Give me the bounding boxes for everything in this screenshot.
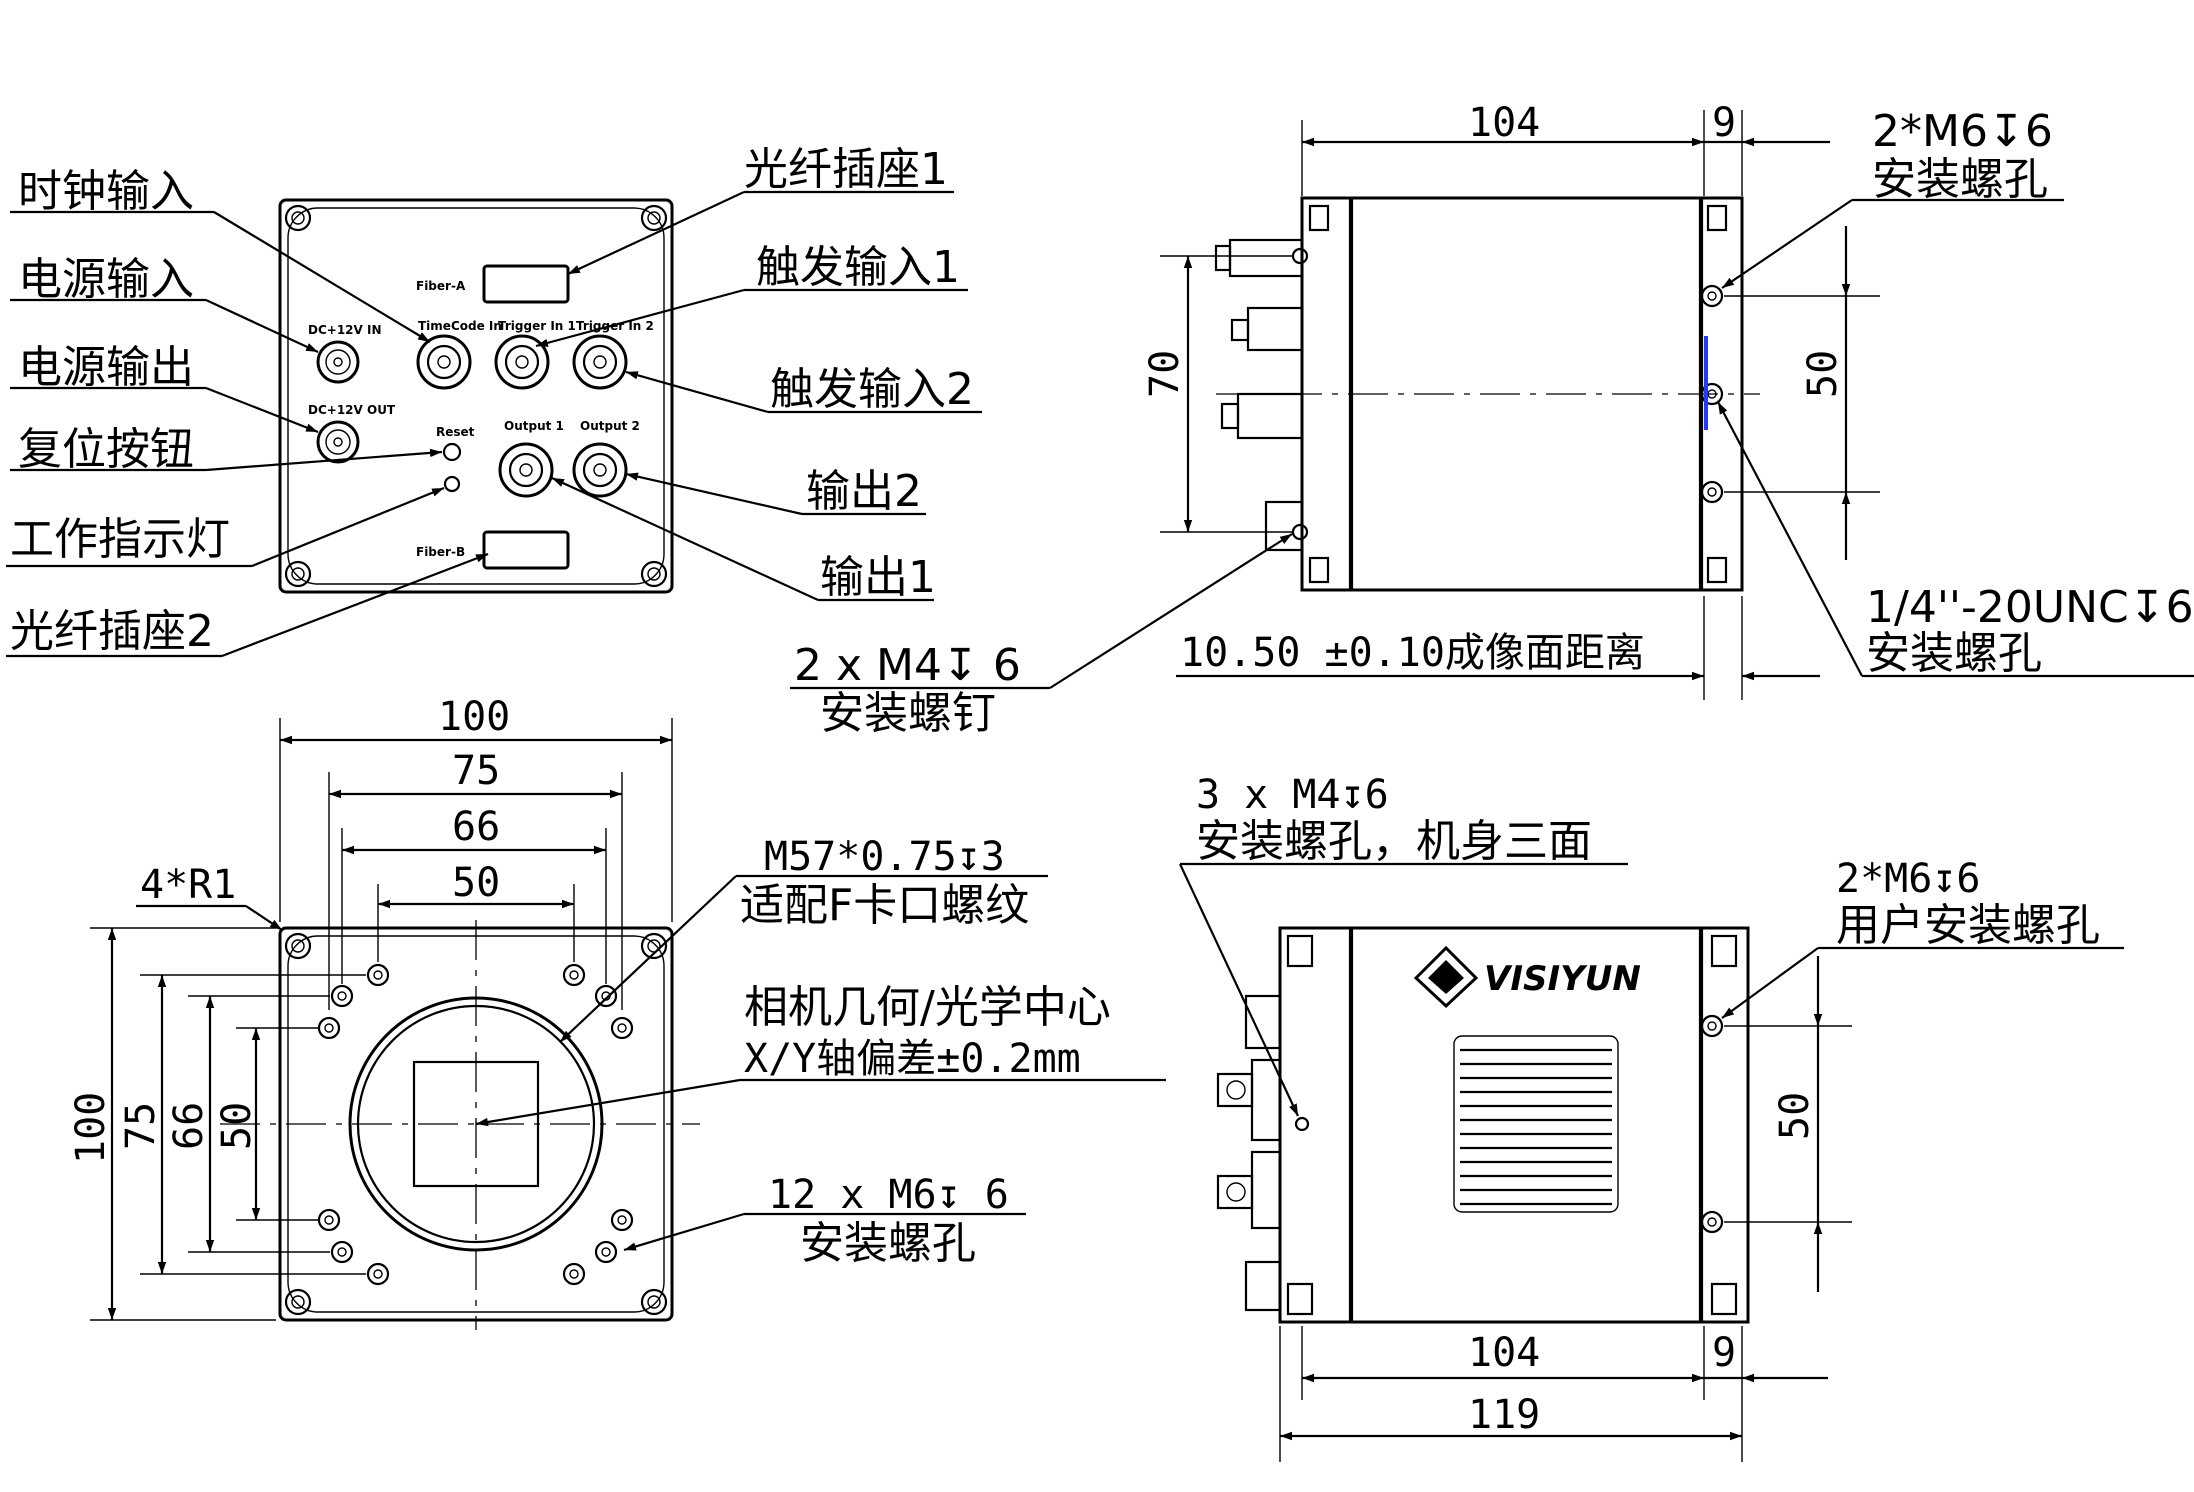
user-m6-hole-icon (1700, 1014, 1724, 1038)
mount-note-line1: M57*0.75↧3 (764, 834, 1005, 880)
callout-clock-input: 时钟输入 (18, 166, 194, 217)
unc-note-line2: 安装螺孔 (1866, 628, 2042, 679)
dc-out-label: DC+12V OUT (308, 403, 396, 417)
reset-button-icon (442, 442, 462, 462)
dim-104-top: 104 (1468, 100, 1540, 146)
dim-9-top: 9 (1712, 100, 1736, 146)
trigger-in-2-label: Trigger In 2 (576, 319, 654, 333)
user-m6-hole-icon (1700, 1210, 1724, 1234)
output-1-label: Output 1 (504, 419, 564, 433)
image-plane-note: 10.50 ±0.10成像面距离 (1180, 630, 1645, 676)
mount-hole-icon (562, 963, 586, 987)
fiber-b-label: Fiber-B (416, 545, 465, 559)
power-out-connector-icon (316, 420, 360, 464)
m4-hole-note-line1: 3 x M4↧6 (1196, 772, 1389, 818)
fiber-socket-a (482, 264, 570, 304)
corner-screw-icon (640, 204, 668, 232)
callout-output-1: 输出1 (820, 552, 936, 603)
callout-fiber-socket-1: 光纤插座1 (744, 144, 948, 195)
user-m6-note-line1: 2*M6↧6 (1836, 856, 1981, 902)
m6-note-line1: 2*M6↧6 (1872, 106, 2053, 157)
corner-screw-icon (284, 932, 312, 960)
corner-screw-icon (284, 560, 312, 588)
bnc-connector-icon (416, 334, 472, 390)
radius-note: 4*R1 (140, 862, 236, 908)
callout-status-led: 工作指示灯 (10, 514, 230, 565)
side-view-bottom: VISIYUN 50 (1179, 772, 2124, 1462)
fiber-socket-b (482, 530, 570, 570)
bnc-connector-icon (498, 442, 554, 498)
mount-note-line2: 适配F卡口螺纹 (740, 880, 1029, 931)
m6-note-line2: 安装螺孔 (1872, 154, 2048, 205)
dim-50-h: 50 (452, 860, 500, 906)
corner-screw-icon (284, 1288, 312, 1316)
m4-screw-note-line2: 安装螺钉 (820, 688, 996, 739)
mount-hole-icon (330, 984, 354, 1008)
callout-output-2: 输出2 (806, 466, 922, 517)
m4-screw-note-line1: 2 x M4↧ 6 (794, 640, 1021, 691)
mount-hole-icon (317, 1208, 341, 1232)
status-led-icon (443, 475, 461, 493)
power-in-connector-icon (316, 340, 360, 384)
mount-hole-icon (594, 984, 618, 1008)
dim-100-h: 100 (438, 694, 510, 740)
callout-reset-button: 复位按钮 (18, 424, 194, 475)
m6-hole-icon (1700, 284, 1724, 308)
visiyun-logo-icon (1413, 945, 1479, 1009)
timecode-in-label: TimeCode In (418, 319, 502, 333)
mount-hole-icon (330, 1240, 354, 1264)
callout-trigger-input-2: 触发输入2 (770, 364, 974, 415)
mount-hole-icon (366, 963, 390, 987)
m6-hole-icon (1700, 480, 1724, 504)
dim-66-h: 66 (452, 804, 500, 850)
dc-in-label: DC+12V IN (308, 323, 382, 337)
unc-note-line1: 1/4''-20UNC↧6 (1866, 582, 2194, 633)
fiber-a-label: Fiber-A (416, 279, 466, 293)
callout-trigger-input-1: 触发输入1 (756, 242, 960, 293)
corner-screw-icon (284, 204, 312, 232)
dim-100-v: 100 (68, 1092, 114, 1164)
dim-104-bottom: 104 (1468, 1330, 1540, 1376)
trigger-in-1-label: Trigger In 1 (498, 319, 576, 333)
dim-70: 70 (1142, 350, 1188, 398)
dim-75-v: 75 (118, 1102, 164, 1150)
dim-75-h: 75 (452, 748, 500, 794)
mount-hole-icon (317, 1016, 341, 1040)
corner-screw-icon (640, 560, 668, 588)
dim-9-bottom: 9 (1712, 1330, 1736, 1376)
mount-hole-icon (562, 1262, 586, 1286)
callout-fiber-socket-2: 光纤插座2 (10, 606, 214, 657)
callout-power-output: 电源输出 (18, 342, 194, 393)
output-2-label: Output 2 (580, 419, 640, 433)
lens-mount-view: 100 75 66 50 100 75 66 50 4*R1 M57*0.75↧… (68, 694, 1166, 1330)
holes-note-line2: 安装螺孔 (800, 1218, 976, 1269)
mount-hole-icon (594, 1240, 618, 1264)
m4-hole-note-line2: 安装螺孔，机身三面 (1196, 816, 1592, 867)
dim-66-v: 66 (166, 1102, 212, 1150)
mount-hole-icon (366, 1262, 390, 1286)
vent-grille-icon (1453, 1035, 1619, 1213)
callout-power-input: 电源输入 (18, 254, 194, 305)
mount-hole-icon (610, 1208, 634, 1232)
front-panel-view: Fiber-A Fiber-B TimeCode In Trigger In 1… (6, 144, 982, 658)
mount-hole-icon (610, 1016, 634, 1040)
bnc-connector-icon (572, 334, 628, 390)
dim-119: 119 (1468, 1392, 1540, 1438)
center-note-line2: X/Y轴偏差±0.2mm (744, 1036, 1081, 1082)
brand-name: VISIYUN (1484, 959, 1641, 999)
bnc-connector-icon (572, 442, 628, 498)
dim-50-v: 50 (214, 1102, 260, 1150)
bnc-connector-icon (494, 334, 550, 390)
center-note-line1: 相机几何/光学中心 (744, 982, 1111, 1033)
reset-label: Reset (436, 425, 475, 439)
holes-note-line1: 12 x M6↧ 6 (768, 1172, 1009, 1218)
user-m6-note-line2: 用户安装螺孔 (1836, 900, 2100, 951)
dim-50-bottom: 50 (1772, 1092, 1818, 1140)
side-view-top: 104 9 70 50 2*M6↧6 安装螺孔 1/4''-20UNC↧6 安装… (790, 100, 2194, 739)
corner-screw-icon (640, 1288, 668, 1316)
dim-50-top: 50 (1800, 350, 1846, 398)
